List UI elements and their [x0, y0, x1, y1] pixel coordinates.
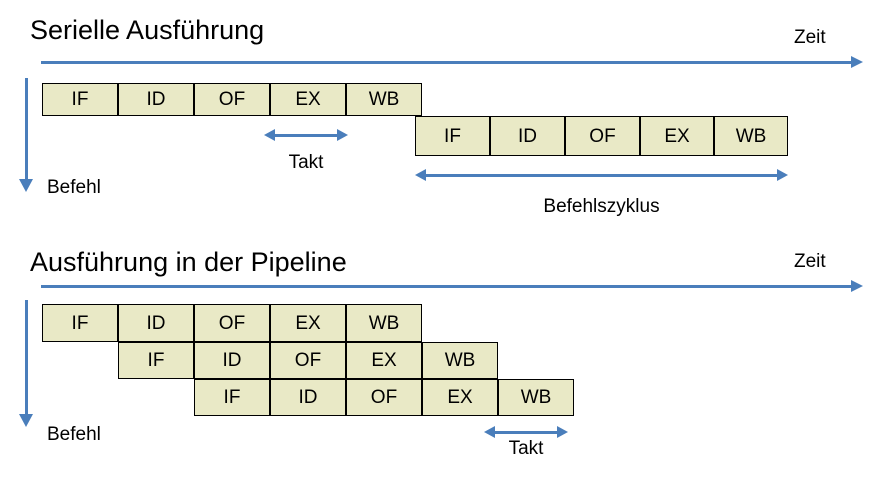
stage-box: OF: [194, 304, 270, 342]
time-axis-label-serial: Zeit: [794, 27, 826, 48]
takt-measure-label-serial: Takt: [288, 152, 324, 173]
page-title-serial: Serielle Ausführung: [30, 15, 265, 45]
stage-box: EX: [346, 342, 422, 379]
stage-box: ID: [270, 379, 346, 416]
stage-box: ID: [194, 342, 270, 379]
stage-box: EX: [270, 304, 346, 342]
stage-box: EX: [270, 83, 346, 116]
time-axis-line-pipeline: [41, 285, 851, 288]
stage-box: OF: [270, 342, 346, 379]
takt-measure-label-pipeline: Takt: [508, 438, 544, 459]
instruction-axis-line-pipeline: [25, 300, 28, 416]
befehlszyklus-measure-arrow: [415, 169, 788, 181]
stage-box: WB: [346, 304, 422, 342]
stage-box: WB: [498, 379, 574, 416]
time-axis-arrowhead-serial: [851, 56, 863, 68]
stage-box: ID: [118, 304, 194, 342]
stage-box: OF: [565, 116, 640, 156]
instruction-axis-label-serial: Befehl: [47, 177, 101, 198]
stage-box: EX: [422, 379, 498, 416]
stage-box: IF: [415, 116, 490, 156]
page-title-pipeline: Ausführung in der Pipeline: [30, 247, 347, 277]
stage-box: OF: [194, 83, 270, 116]
stage-box: ID: [490, 116, 565, 156]
time-axis-line-serial: [41, 61, 851, 64]
stage-box: ID: [118, 83, 194, 116]
time-axis-label-pipeline: Zeit: [794, 251, 826, 272]
stage-box: EX: [640, 116, 714, 156]
instruction-axis-arrowhead-pipeline: [19, 414, 33, 427]
stage-box: WB: [346, 83, 422, 116]
befehlszyklus-measure-label: Befehlszyklus: [543, 196, 660, 217]
stage-box: WB: [422, 342, 498, 379]
instruction-axis-label-pipeline: Befehl: [47, 424, 101, 445]
time-axis-arrowhead-pipeline: [851, 280, 863, 292]
takt-measure-arrow-serial: [264, 129, 348, 141]
stage-box: OF: [346, 379, 422, 416]
stage-box: IF: [194, 379, 270, 416]
stage-box: IF: [118, 342, 194, 379]
instruction-axis-line-serial: [25, 78, 28, 181]
stage-box: IF: [42, 83, 118, 116]
stage-box: WB: [714, 116, 788, 156]
stage-box: IF: [42, 304, 118, 342]
takt-measure-arrow-pipeline: [484, 426, 568, 438]
instruction-axis-arrowhead-serial: [19, 179, 33, 192]
